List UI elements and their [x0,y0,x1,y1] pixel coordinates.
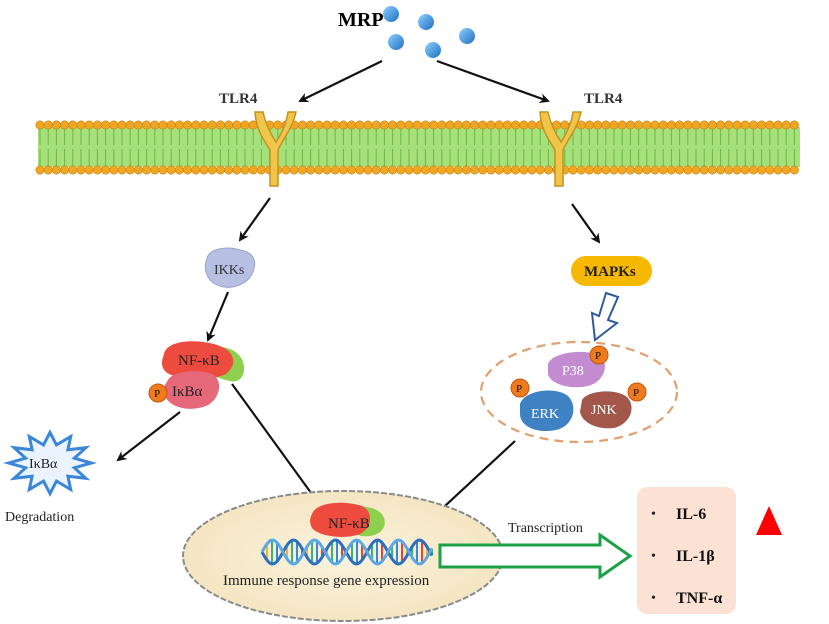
arrow-ikks-to-complex [206,291,230,342]
dna-helix [260,538,434,566]
ikba-label-complex: IκBα [172,384,203,400]
phospho-p38: P [595,350,601,362]
phospho-ikba: P [154,388,160,400]
mrp-molecules [383,6,475,58]
cytokine-item: IL-6 [676,506,706,523]
degraded-ikba-burst: IκBα [3,429,97,497]
cytokine-bullet: • [651,591,656,606]
cytokine-bullet: • [651,549,656,564]
phospho-erk: P [516,383,522,395]
erk-kinase: ERK P [510,378,574,432]
phospho-jnk: P [633,387,639,399]
nfkb-ikba-complex: NF-κB IκBα P [148,341,245,409]
ikks-label: IKKs [214,263,244,278]
p38-label: P38 [562,364,584,379]
nfkb-label-nucleus: NF-κB [328,516,370,532]
tlr4-label-left: TLR4 [219,91,258,107]
mrp-label: MRP [338,9,384,31]
arrow-tlr4-to-mapks [571,203,601,244]
transcription-arrow [438,532,633,580]
hollow-arrow-mapks-to-kinases [590,291,620,342]
increase-arrow [756,506,782,598]
arrow-nfkb-to-nucleus [231,383,324,510]
tlr4-receptor-right [539,111,582,187]
arrow-tlr4-to-ikks [238,197,271,242]
kinase-group-boundary [479,340,679,444]
degraded-ikba-label: IκBα [29,457,58,472]
cytokine-list: • IL-6 • IL-1β • TNF-α [651,506,722,607]
ikks-node: IKKs [204,247,256,288]
cell-membrane [35,120,800,175]
mapks-node: MAPKs [571,256,652,286]
nfkb-label-complex: NF-κB [178,353,220,369]
p38-kinase: P38 P [548,345,609,388]
arrow-mrp-to-right-tlr4 [436,59,550,103]
erk-label: ERK [531,407,559,422]
arrow-to-degradation [116,411,181,462]
cytokine-bullet: • [651,507,656,522]
cytokine-item: IL-1β [676,548,715,565]
nfkb-nuclear: NF-κB [310,502,385,537]
degradation-caption: Degradation [5,510,74,525]
jnk-kinase: JNK P [580,382,647,429]
gene-expression-caption: Immune response gene expression [223,573,430,589]
arrow-mrp-to-left-tlr4 [298,60,383,102]
mapks-label: MAPKs [584,264,636,280]
cytokine-item: TNF-α [676,590,722,607]
tlr4-receptor-left [254,111,297,187]
transcription-label: Transcription [508,521,583,536]
jnk-label: JNK [591,403,617,418]
cytokine-box [637,487,736,614]
tlr4-label-right: TLR4 [584,91,623,107]
